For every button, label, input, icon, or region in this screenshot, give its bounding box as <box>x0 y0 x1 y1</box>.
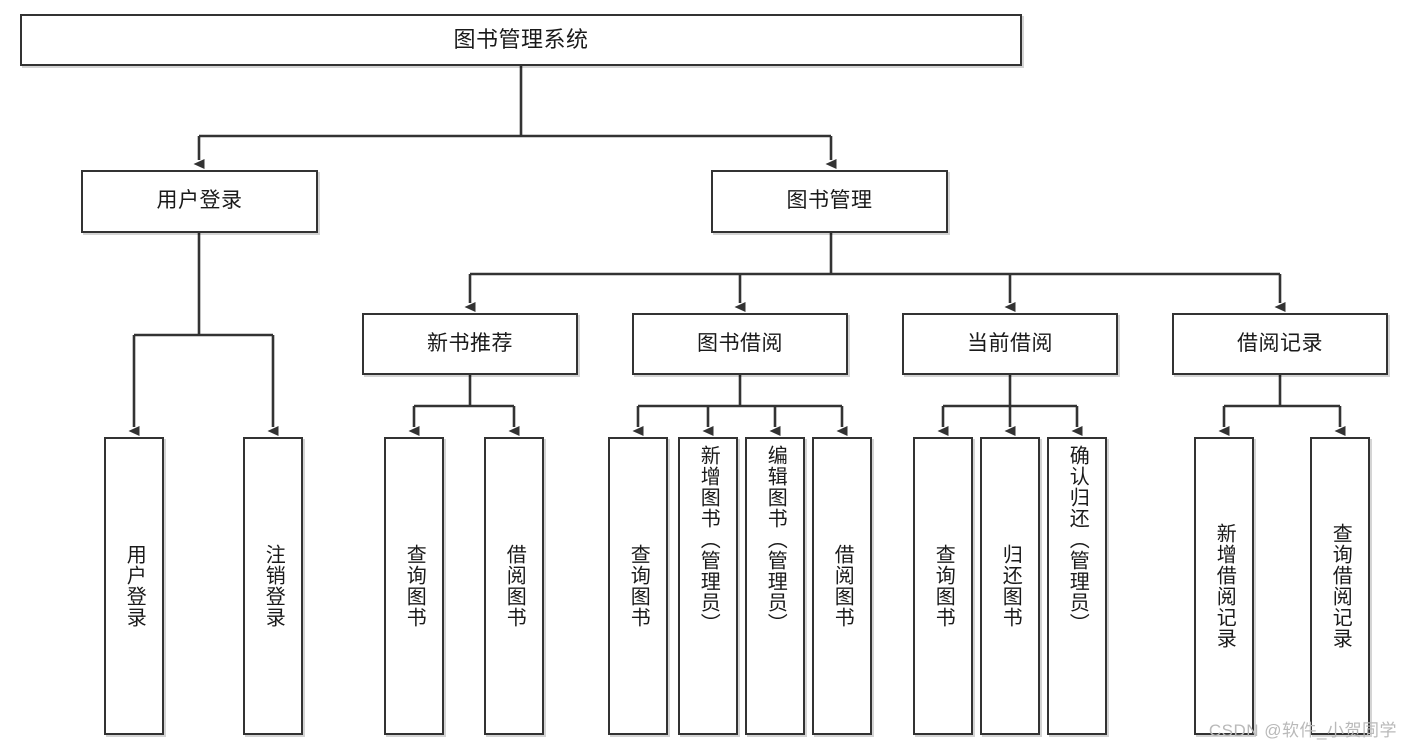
node-label: 借阅图书 <box>831 544 854 628</box>
node-label: 当前借阅 <box>967 331 1053 355</box>
node-label: 新增图书（管理员） <box>697 445 720 634</box>
node-label: 借阅记录 <box>1237 331 1323 355</box>
node-current-borrow[interactable]: 当前借阅 <box>902 313 1118 375</box>
node-label: 查询图书 <box>403 544 426 628</box>
node-label: 图书管理系统 <box>453 27 589 53</box>
node-label: 用户登录 <box>123 544 146 628</box>
node-borrow-record[interactable]: 借阅记录 <box>1172 313 1388 375</box>
node-leaf-user-login[interactable]: 用户登录 <box>104 437 164 735</box>
node-root-book-management-system[interactable]: 图书管理系统 <box>20 14 1022 66</box>
node-leaf-return-book[interactable]: 归还图书 <box>980 437 1040 735</box>
node-label: 确认归还（管理员） <box>1066 445 1089 634</box>
node-label: 用户登录 <box>156 189 243 213</box>
node-new-book-recommend[interactable]: 新书推荐 <box>362 313 578 375</box>
node-leaf-add-borrow-record[interactable]: 新增借阅记录 <box>1194 437 1254 735</box>
node-label: 借阅图书 <box>503 544 526 628</box>
node-book-borrow[interactable]: 图书借阅 <box>632 313 848 375</box>
node-label: 新书推荐 <box>427 331 513 355</box>
node-leaf-confirm-return-admin[interactable]: 确认归还（管理员） <box>1047 437 1107 735</box>
node-leaf-add-book-admin[interactable]: 新增图书（管理员） <box>678 437 738 735</box>
node-label: 图书管理 <box>786 189 873 213</box>
node-user-login[interactable]: 用户登录 <box>81 170 318 233</box>
node-leaf-query-borrow-record[interactable]: 查询借阅记录 <box>1310 437 1370 735</box>
node-label: 归还图书 <box>999 544 1022 628</box>
node-leaf-query-book-current[interactable]: 查询图书 <box>913 437 973 735</box>
watermark-text: CSDN @软件_小贺同学 <box>1208 721 1397 740</box>
node-label: 图书借阅 <box>697 331 783 355</box>
node-leaf-edit-book-admin[interactable]: 编辑图书（管理员） <box>745 437 805 735</box>
node-label: 查询借阅记录 <box>1329 523 1352 649</box>
node-label: 编辑图书（管理员） <box>764 445 787 634</box>
node-leaf-query-book-borrow[interactable]: 查询图书 <box>608 437 668 735</box>
node-label: 注销登录 <box>262 544 285 628</box>
node-leaf-logout[interactable]: 注销登录 <box>243 437 303 735</box>
node-label: 查询图书 <box>932 544 955 628</box>
node-leaf-borrow-book-recommend[interactable]: 借阅图书 <box>484 437 544 735</box>
node-leaf-borrow-book[interactable]: 借阅图书 <box>812 437 872 735</box>
node-label: 查询图书 <box>627 544 650 628</box>
node-leaf-query-book-recommend[interactable]: 查询图书 <box>384 437 444 735</box>
node-book-management[interactable]: 图书管理 <box>711 170 948 233</box>
node-label: 新增借阅记录 <box>1213 523 1236 649</box>
